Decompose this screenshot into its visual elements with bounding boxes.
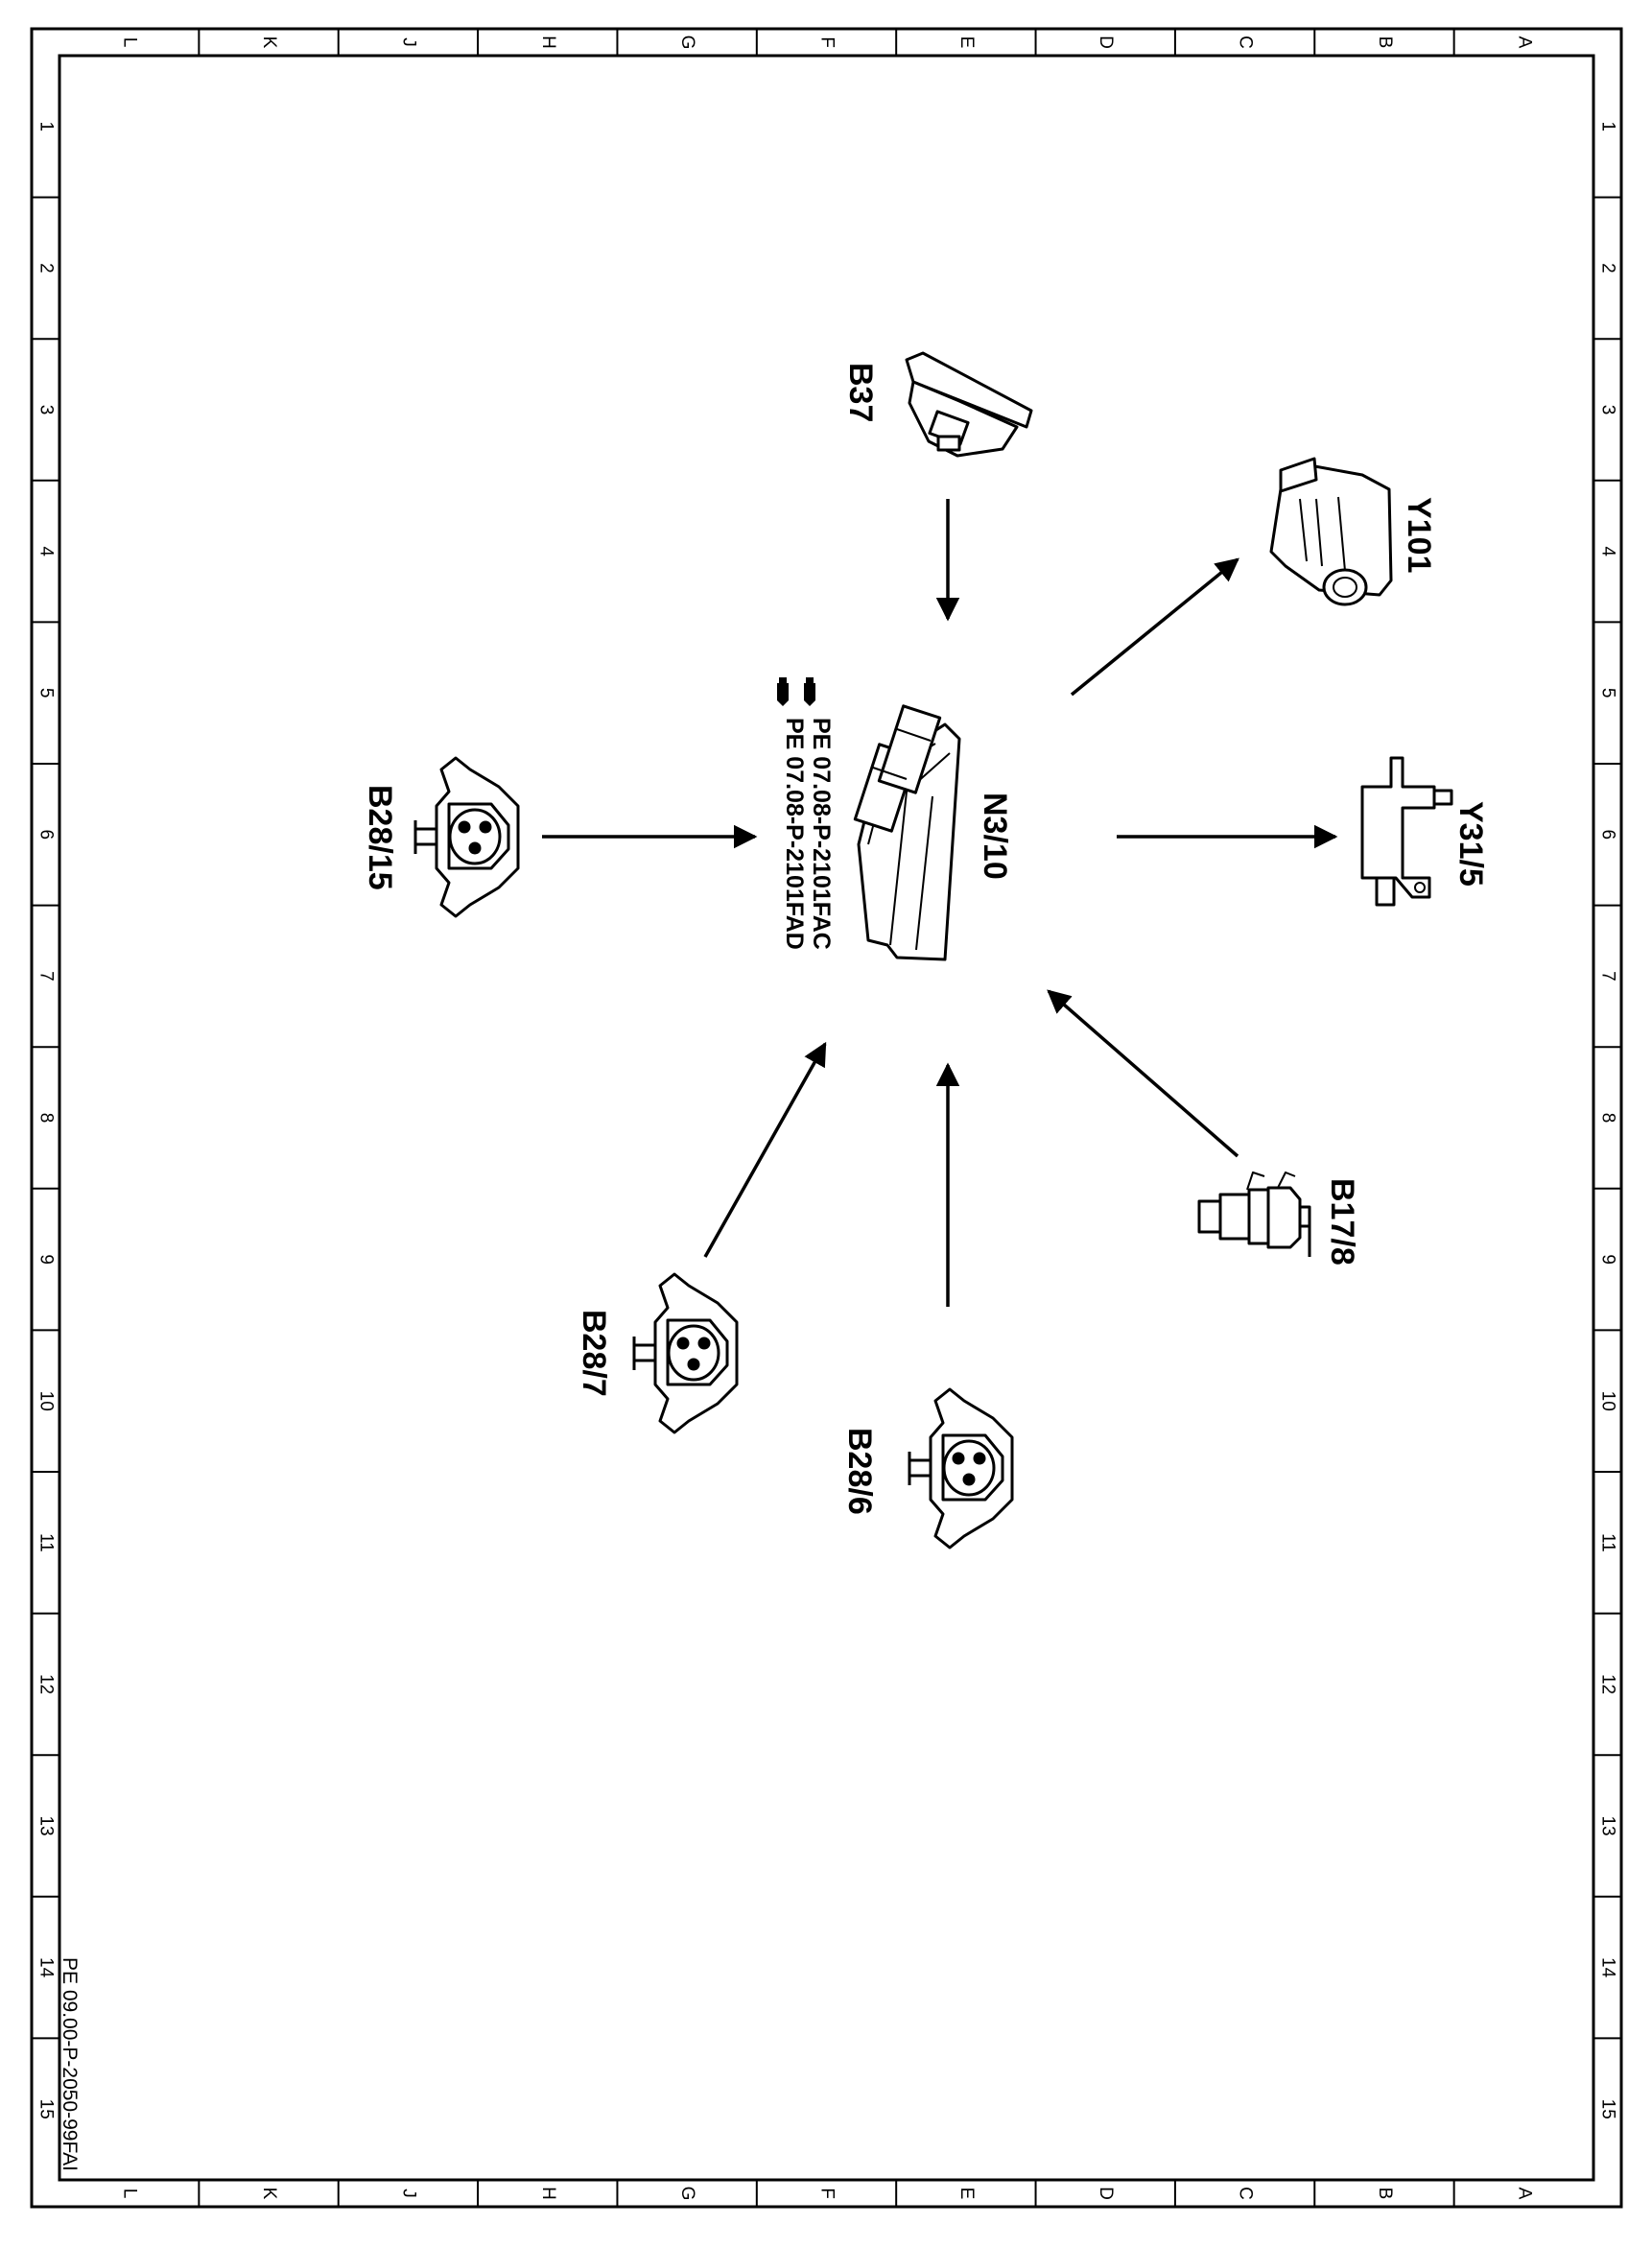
label-b28-6: B28/6	[841, 1428, 878, 1515]
grid-row-label: 1	[35, 122, 56, 132]
label-y31-5: Y31/5	[1452, 801, 1489, 887]
temperature-sensor-b17-8-icon	[1197, 1171, 1311, 1257]
grid-row-label: 4	[1597, 546, 1617, 556]
grid-row-label: 14	[35, 1957, 56, 1978]
pedal-sensor-b37-icon	[905, 351, 1033, 458]
hand-pointer-icon	[804, 677, 815, 706]
reference-notes: PE 07.08-P-2101FAC PE 07.08-P-2101FAD	[777, 677, 835, 950]
grid-col-label: C	[1236, 35, 1256, 49]
grid-row-label: 13	[35, 1815, 56, 1835]
grid-col-label: L	[120, 2189, 140, 2199]
grid-col-label: F	[816, 36, 837, 48]
grid-row-label: 7	[35, 971, 56, 982]
inner-border	[58, 54, 1595, 2182]
grid-col-label: D	[1096, 35, 1116, 49]
label-n3-10: N3/10	[977, 793, 1013, 880]
grid-row-label: 12	[1597, 1674, 1617, 1694]
grid-row-label: 15	[35, 2099, 56, 2119]
grid-col-label: D	[1096, 2187, 1116, 2200]
valve-y101-icon	[1269, 457, 1393, 606]
grid-row-label: 3	[35, 405, 56, 415]
ref-note-2: PE 07.08-P-2101FAD	[781, 718, 808, 950]
grid-col-label: G	[677, 35, 697, 50]
component-labels: B37 B28/15 B28/7 B28/6 B17/8 Y101 Y31/5 …	[362, 363, 1489, 1515]
grid-row-label: 13	[1597, 1815, 1617, 1835]
grid-row-label: 6	[35, 830, 56, 840]
grid-col-label: J	[398, 2189, 418, 2198]
pressure-sensor-b28-7-icon	[632, 1272, 739, 1434]
grid-row-label: 12	[35, 1674, 56, 1694]
document-id: PE 09.00-P-2050-99FAI	[59, 1957, 81, 2171]
grid-row-label: 11	[35, 1533, 56, 1552]
grid-row-label: 8	[1597, 1113, 1617, 1124]
grid-col-label: C	[1236, 2187, 1256, 2200]
control-unit-n3-10-icon	[853, 704, 961, 961]
grid-col-label: A	[1514, 2188, 1534, 2200]
pressure-sensor-b28-6-icon	[908, 1387, 1014, 1550]
label-b37: B37	[842, 363, 879, 422]
hand-pointer-icon	[777, 677, 789, 706]
grid-row-label: 8	[35, 1113, 56, 1124]
ref-note-1: PE 07.08-P-2101FAC	[808, 718, 835, 950]
grid-row-label: 4	[35, 546, 56, 556]
grid-col-label: L	[120, 37, 140, 48]
grid-col-label: J	[398, 37, 418, 47]
grid-row-label: 15	[1597, 2099, 1617, 2119]
arrow-b28-7-to-n3-10	[703, 1041, 827, 1258]
signal-arrows	[542, 499, 1338, 1307]
outer-border	[30, 27, 1623, 2209]
arrow-b17-8-to-n3-10	[1047, 989, 1239, 1158]
grid-col-label: H	[538, 2187, 558, 2200]
grid-col-label: A	[1514, 36, 1534, 49]
grid-row-label: 14	[1597, 1957, 1617, 1978]
grid-row-label: 11	[1597, 1533, 1617, 1552]
grid-col-label: B	[1375, 2188, 1395, 2200]
pressure-sensor-b28-15-icon	[413, 756, 520, 918]
grid-row-label: 2	[1597, 263, 1617, 273]
grid-col-label: E	[956, 36, 977, 49]
label-y101: Y101	[1401, 497, 1437, 573]
label-b28-15: B28/15	[362, 785, 398, 890]
grid-col-label: K	[259, 2188, 279, 2200]
grid-row-label: 10	[35, 1391, 56, 1411]
grid-row-label: 5	[1597, 688, 1617, 698]
grid-col-label: E	[956, 2188, 977, 2200]
grid-row-label: 6	[1597, 830, 1617, 840]
valve-y31-5-icon	[1360, 756, 1453, 907]
grid-col-label: B	[1375, 36, 1395, 49]
grid-ticks	[32, 29, 1621, 2207]
grid-col-label: H	[538, 35, 558, 49]
grid-row-label: 3	[1597, 405, 1617, 415]
grid-row-label: 7	[1597, 971, 1617, 982]
label-b17-8: B17/8	[1324, 1178, 1360, 1266]
label-b28-7: B28/7	[576, 1310, 612, 1397]
grid-col-label: K	[259, 36, 279, 49]
grid-row-label: 10	[1597, 1391, 1617, 1411]
grid-row-label: 9	[1597, 1254, 1617, 1265]
grid-row-label: 1	[1597, 122, 1617, 132]
grid-col-label: G	[677, 2187, 697, 2201]
grid-col-label: F	[816, 2188, 837, 2199]
grid-row-label: 2	[35, 263, 56, 273]
arrow-n3-10-to-y101	[1070, 557, 1239, 697]
grid-row-label: 5	[35, 688, 56, 698]
grid-row-label: 9	[35, 1254, 56, 1265]
